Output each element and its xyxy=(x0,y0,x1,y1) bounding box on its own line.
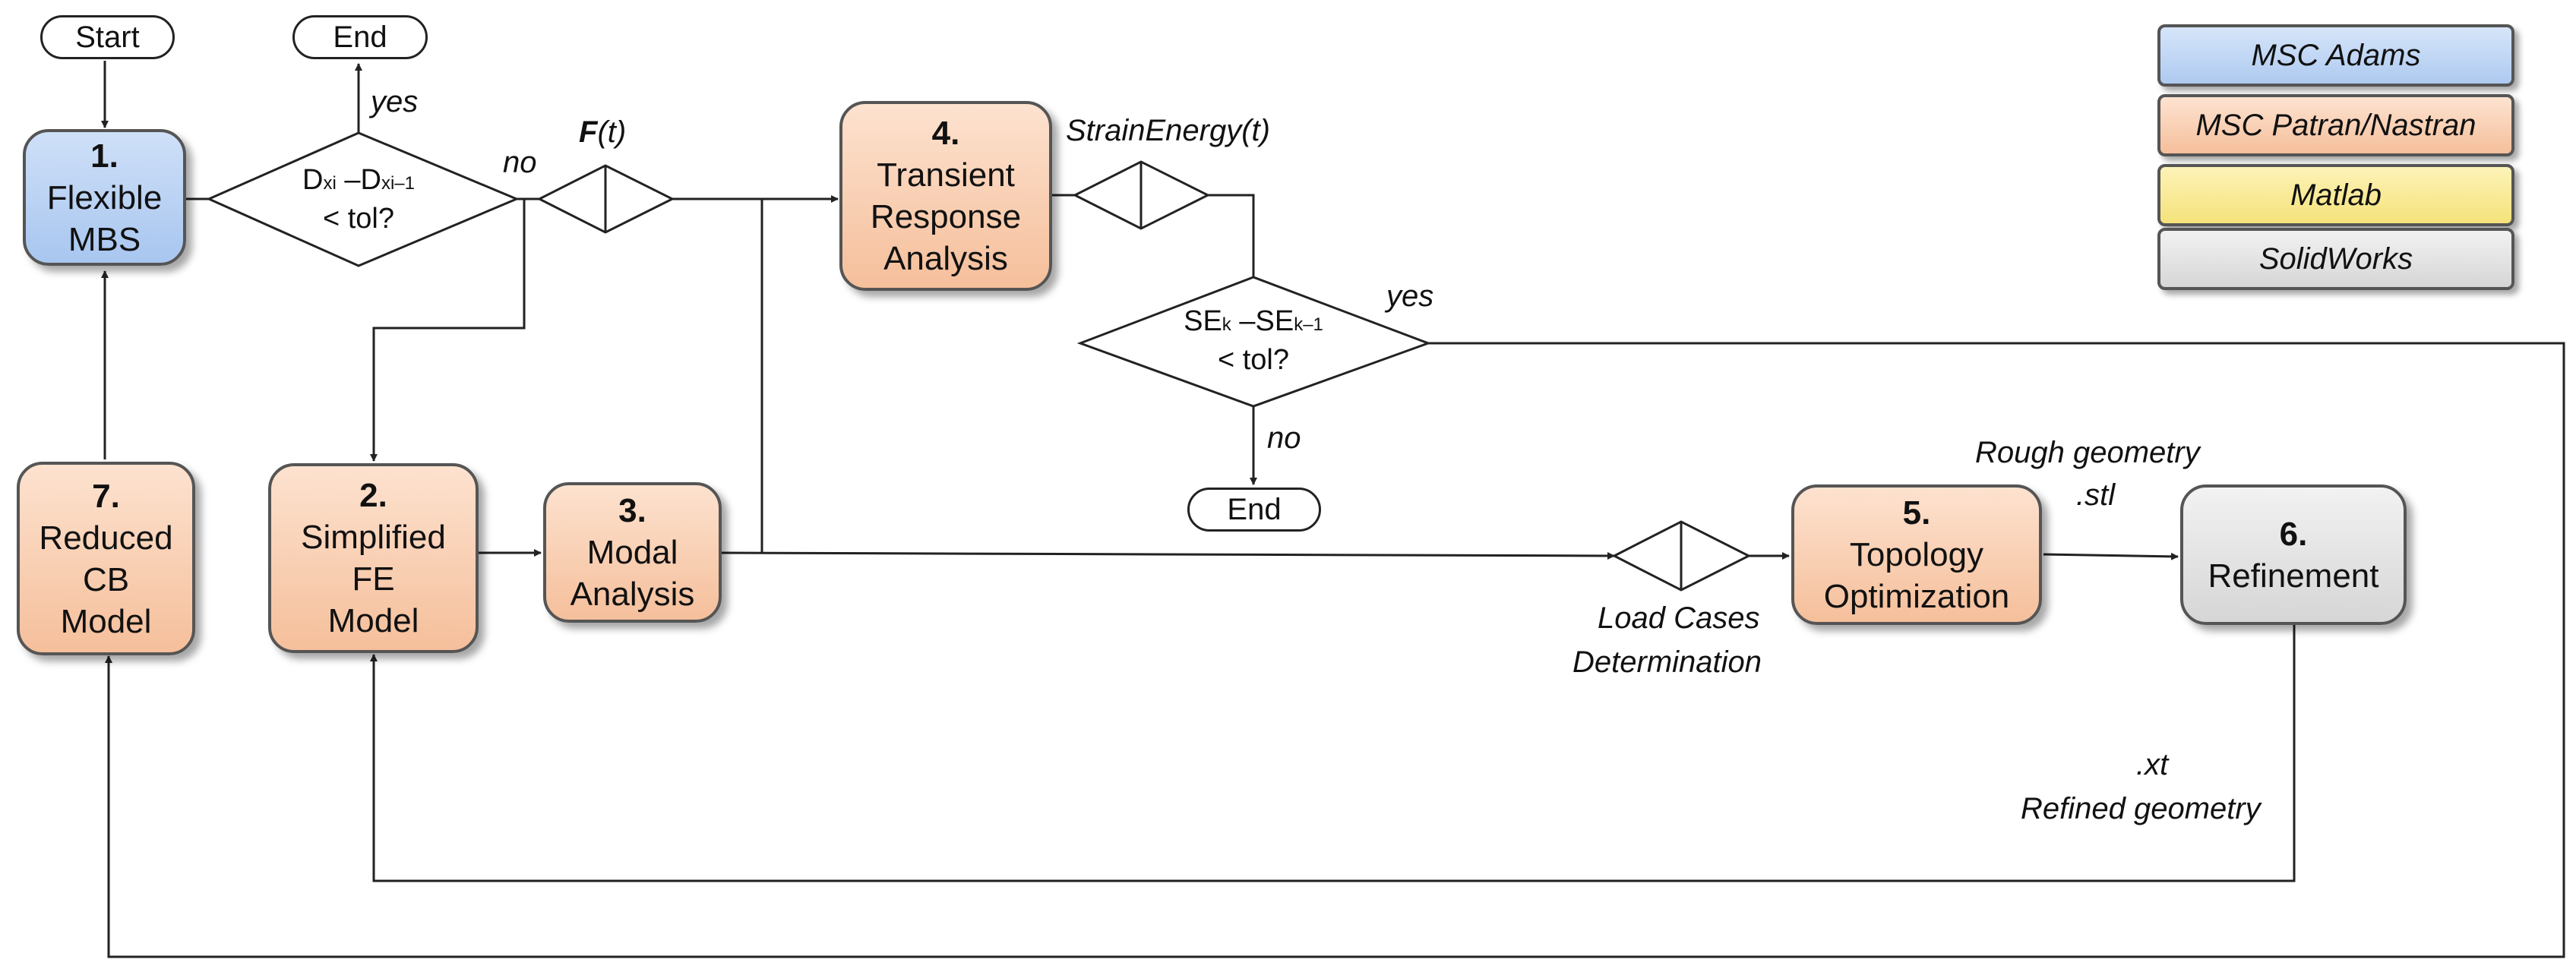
label-stl: .stl xyxy=(2076,478,2116,512)
label-load-cases-1: Load Cases xyxy=(1598,601,1760,635)
node-2-line-3: Model xyxy=(327,602,419,639)
node-6-line-1: Refinement xyxy=(2208,557,2379,595)
legend-msc-adams-label: MSC Adams xyxy=(2251,39,2421,72)
node-2-number: 2. xyxy=(359,477,387,514)
node-4-transient-response-analysis: 4. Transient Response Analysis xyxy=(839,101,1052,291)
decision1-tol: < tol? xyxy=(322,203,395,235)
decision2-text: SEk –SEk–1 < tol? xyxy=(1170,302,1337,380)
end-terminal-bottom: End xyxy=(1187,488,1321,532)
node-6-number: 6. xyxy=(2279,515,2308,553)
node-5-topology-optimization: 5. Topology Optimization xyxy=(1791,484,2042,625)
label-yes-top: yes xyxy=(371,85,419,118)
node-6-refinement: 6. Refinement xyxy=(2180,484,2407,625)
end-terminal-top: End xyxy=(292,15,428,59)
label-xt: .xt xyxy=(2136,748,2169,781)
legend-msc-patran-nastran-label: MSC Patran/Nastran xyxy=(2195,109,2476,142)
edge-n6-to-n2 xyxy=(370,624,2296,882)
legend-msc-adams: MSC Adams xyxy=(2157,24,2514,87)
label-strain-energy: StrainEnergy(t) xyxy=(1066,114,1270,147)
node-7-number: 7. xyxy=(92,477,120,515)
node-3-line-2: Analysis xyxy=(570,576,695,613)
decision1-formula: Dxi –Dxi–1 xyxy=(302,164,415,196)
edge-no-to-n2 xyxy=(370,199,526,462)
legend-solidworks: SolidWorks xyxy=(2157,228,2514,290)
node-1-number: 1. xyxy=(90,137,119,175)
node-1-line-2: MBS xyxy=(68,220,141,258)
label-load-cases-2: Determination xyxy=(1572,645,1762,679)
node-2-simplified-fe-model: 2. Simplified FE Model xyxy=(268,463,479,653)
node-3-line-1: Modal xyxy=(586,534,678,571)
start-terminal: Start xyxy=(40,15,175,59)
node-7-line-2: CB xyxy=(82,560,130,598)
legend-msc-patran-nastran: MSC Patran/Nastran xyxy=(2157,94,2514,156)
edge-decision2-to-n7 xyxy=(105,342,2565,958)
decision2-diamond xyxy=(1076,276,1432,408)
label-force: F(t) xyxy=(579,115,627,149)
label-no-top: no xyxy=(503,146,537,179)
start-label: Start xyxy=(75,21,140,54)
node-2-line-2: FE xyxy=(352,560,395,598)
legend-solidworks-label: SolidWorks xyxy=(2258,242,2413,276)
node-1-line-1: Flexible xyxy=(46,178,163,216)
node-5-number: 5. xyxy=(1902,494,1931,532)
node-4-line-2: Response xyxy=(870,198,1022,235)
node-5-line-1: Topology xyxy=(1849,536,1984,573)
node-7-line-3: Model xyxy=(60,602,152,640)
decision1-text: Dxi –Dxi–1 < tol? xyxy=(283,161,435,239)
label-rough-geometry: Rough geometry xyxy=(1975,436,2200,469)
node-4-line-3: Analysis xyxy=(883,240,1008,277)
edge-n3-to-loadcases xyxy=(721,551,1615,560)
node-1-flexible-mbs: 1. Flexible MBS xyxy=(23,129,186,266)
end-label-bottom: End xyxy=(1227,493,1282,526)
legend-matlab: Matlab xyxy=(2157,164,2514,226)
edge-se-diamond-to-decision2 xyxy=(1208,194,1255,277)
label-no-right: no xyxy=(1267,421,1301,455)
decision1-diamond xyxy=(206,131,520,267)
node-7-line-1: Reduced xyxy=(39,519,173,557)
node-4-line-1: Transient xyxy=(877,156,1015,194)
legend-matlab-label: Matlab xyxy=(2290,178,2382,212)
edge-n5-to-n6 xyxy=(2043,552,2179,560)
node-4-number: 4. xyxy=(931,115,960,152)
label-refined-geometry: Refined geometry xyxy=(2021,792,2261,825)
node-3-modal-analysis: 3. Modal Analysis xyxy=(543,482,722,623)
node-3-number: 3. xyxy=(618,492,646,529)
decision2-formula: SEk –SEk–1 xyxy=(1184,305,1323,337)
end-label-top: End xyxy=(333,21,387,54)
node-7-reduced-cb-model: 7. Reduced CB Model xyxy=(17,462,195,655)
node-5-line-2: Optimization xyxy=(1823,578,2010,615)
label-yes-right: yes xyxy=(1386,279,1434,313)
decision2-tol: < tol? xyxy=(1217,344,1290,377)
node-2-line-1: Simplified xyxy=(301,519,446,556)
